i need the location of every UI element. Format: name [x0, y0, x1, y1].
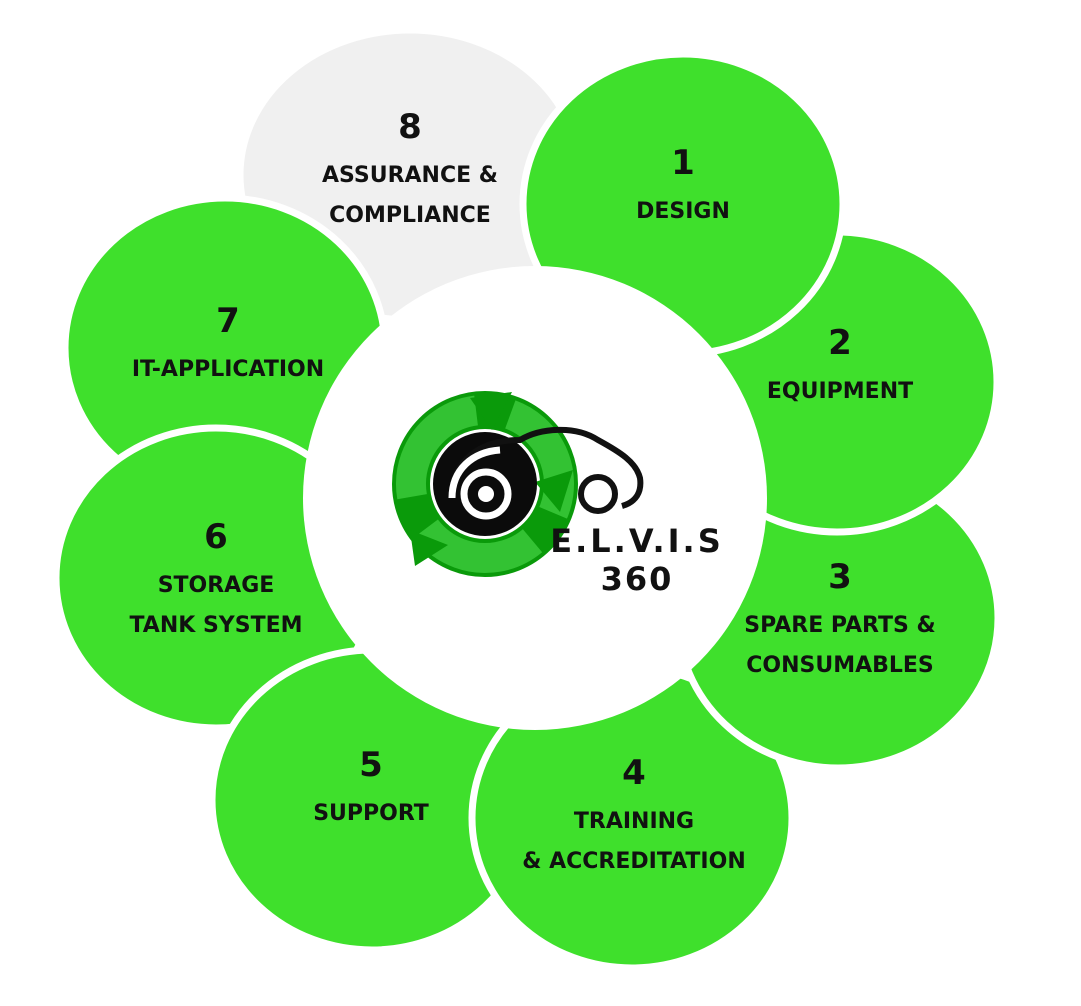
segment-title-line: IT-APPLICATION: [132, 357, 324, 382]
segment-title-line: ASSURANCE &: [322, 163, 498, 188]
segment-title-line: STORAGE: [158, 573, 275, 598]
segment-number: 8: [398, 107, 422, 147]
segment-title-line: TANK SYSTEM: [130, 613, 303, 638]
segment-label-7: 7IT-APPLICATION: [132, 301, 324, 382]
brand-name: E.L.V.I.S: [550, 522, 723, 560]
segment-number: 6: [204, 517, 228, 557]
segment-number: 1: [671, 143, 695, 183]
segment-title-line: SPARE PARTS &: [744, 613, 935, 638]
segment-number: 3: [828, 557, 852, 597]
segment-number: 7: [216, 301, 240, 341]
segment-title-line: & ACCREDITATION: [522, 849, 746, 874]
cycle-ring: [52, 26, 1002, 972]
segment-number: 5: [359, 745, 383, 785]
segment-title-line: CONSUMABLES: [746, 653, 934, 678]
segment-title-line: COMPLIANCE: [329, 203, 491, 228]
segment-title-line: DESIGN: [636, 199, 730, 224]
segment-number: 4: [622, 753, 646, 793]
segment-title-line: SUPPORT: [313, 801, 429, 826]
brand-version: 360: [601, 560, 674, 598]
segment-title-line: EQUIPMENT: [767, 379, 913, 404]
recycle-car-icon: [392, 391, 644, 577]
logo: E.L.V.I.S 360: [392, 391, 723, 598]
segment-number: 2: [828, 323, 852, 363]
segment-title-line: TRAINING: [574, 809, 694, 834]
